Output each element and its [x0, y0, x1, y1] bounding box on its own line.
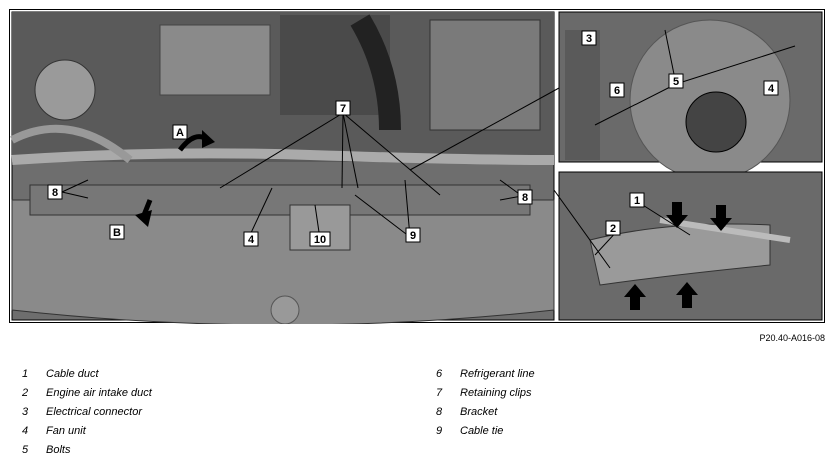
- illustration-frame: 7 8 8 A B 4 10 9 3 5 6 4 1: [9, 9, 825, 324]
- callout-10: 10: [314, 234, 326, 246]
- legend-num: 7: [436, 387, 443, 399]
- callout-2: 2: [610, 223, 616, 235]
- engine-bay-illustration: 7 8 8 A B 4 10 9 3 5 6 4 1: [10, 11, 823, 324]
- legend-text: Electrical connector: [46, 406, 142, 418]
- callout-4: 4: [248, 234, 255, 246]
- callout-7: 7: [340, 103, 346, 115]
- legend-text: Bolts: [46, 444, 71, 456]
- legend-right: 6 Refrigerant line 7 Retaining clips 8 Brac…: [436, 368, 816, 448]
- legend-num: 2: [22, 387, 29, 399]
- legend-text: Fan unit: [46, 425, 86, 437]
- legend-left: 1 Cable duct 2 Engine air intake duct 3 Ele…: [22, 368, 402, 464]
- legend-num: 6: [436, 368, 443, 380]
- legend-text: Cable duct: [46, 368, 99, 380]
- legend-text: Engine air intake duct: [46, 387, 152, 399]
- legend-num: 4: [22, 425, 29, 437]
- legend-num: 3: [22, 406, 29, 418]
- figure-reference: P20.40-A016-08: [759, 333, 825, 343]
- callout-6: 6: [614, 85, 620, 97]
- legend-text: Retaining clips: [460, 387, 532, 399]
- callout-9: 9: [410, 230, 416, 242]
- callout-8-left: 8: [52, 187, 58, 199]
- callout-1: 1: [634, 195, 640, 207]
- legend-text: Bracket: [460, 406, 498, 418]
- legend-num: 5: [22, 444, 29, 456]
- legend-num: 9: [436, 425, 443, 437]
- callout-5: 5: [673, 76, 679, 88]
- callout-A: A: [176, 127, 184, 139]
- legend-text: Cable tie: [460, 425, 504, 437]
- legend-text: Refrigerant line: [460, 368, 535, 380]
- legend-num: 8: [436, 406, 443, 418]
- callout-3: 3: [586, 33, 592, 45]
- callout-4-inset: 4: [768, 83, 775, 95]
- callout-B: B: [113, 227, 121, 239]
- legend-num: 1: [22, 368, 29, 380]
- callout-8-right: 8: [522, 192, 528, 204]
